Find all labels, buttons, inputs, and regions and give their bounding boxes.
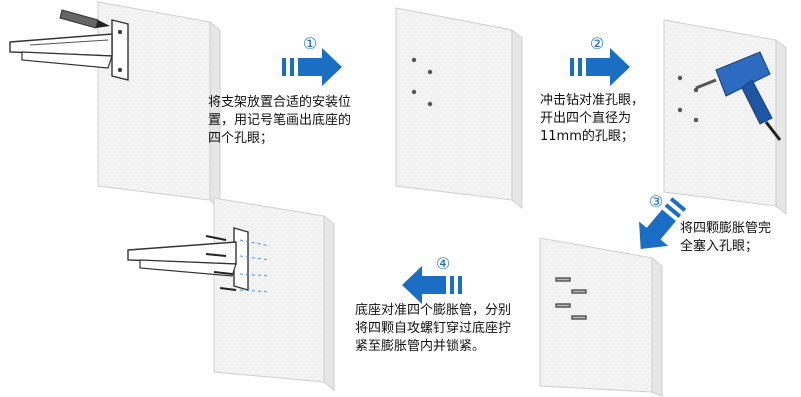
wall-panel-5	[127, 197, 335, 392]
step-arrow-icon	[639, 197, 687, 249]
wall-panel-4	[539, 237, 663, 397]
step-arrow-icon	[282, 48, 342, 86]
impact-drill-icon	[695, 51, 782, 141]
step-number-3: ③	[648, 192, 664, 211]
step-number-4: ④	[435, 254, 451, 273]
step-2-caption: 冲击钻对准孔眼， 开出四个直径为 11mm的孔眼；	[540, 93, 645, 144]
step-number-1: ①	[302, 34, 318, 53]
wall-bracket-icon	[9, 19, 129, 81]
step-arrow-icon	[570, 48, 630, 86]
step-4-caption: 底座对准四个膨胀管，分别 将四颗自攻螺钉穿过底座拧 紧至膨胀管内并锁紧。	[355, 303, 512, 354]
step-1-caption: 将支架放置合适的安装位 置，用记号笔画出底座的 四个孔眼；	[208, 95, 352, 146]
step-arrow-icon	[402, 266, 462, 304]
marker-pen-icon	[59, 9, 110, 29]
step-number-2: ②	[589, 34, 605, 53]
step-3-caption: 将四颗膨胀管完 全塞入孔眼；	[680, 221, 772, 254]
wall-panel-2	[395, 7, 523, 210]
